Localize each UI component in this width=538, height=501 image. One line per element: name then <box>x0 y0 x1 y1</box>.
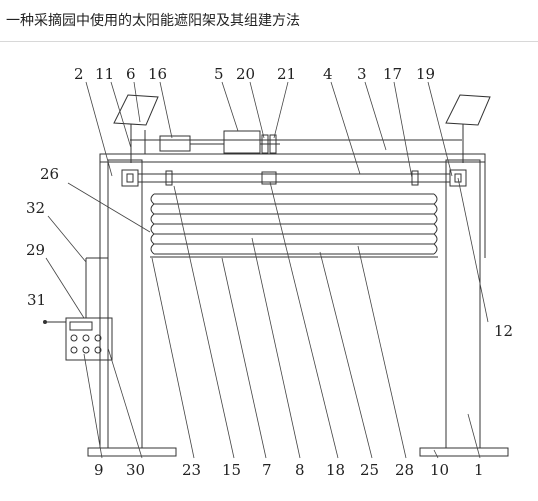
label-23: 23 <box>182 461 201 479</box>
label-31: 31 <box>27 291 46 309</box>
label-26: 26 <box>40 165 59 183</box>
label-29: 29 <box>26 241 45 259</box>
label-4: 4 <box>323 65 333 83</box>
label-2: 2 <box>74 65 84 83</box>
label-5: 5 <box>214 65 224 83</box>
label-15: 15 <box>222 461 241 479</box>
left-solar-panel <box>113 94 159 140</box>
label-12: 12 <box>494 322 513 340</box>
label-10: 10 <box>430 461 449 479</box>
shade-cloth <box>150 193 438 258</box>
label-1: 1 <box>474 461 484 479</box>
roller-shaft <box>138 170 450 186</box>
label-28: 28 <box>395 461 414 479</box>
label-19: 19 <box>416 65 435 83</box>
label-16: 16 <box>148 65 167 83</box>
pointer-lines <box>45 81 489 459</box>
right-post <box>419 154 509 457</box>
label-30: 30 <box>126 461 145 479</box>
label-32: 32 <box>26 199 45 217</box>
control-box <box>43 317 113 361</box>
label-11: 11 <box>95 65 114 83</box>
label-17: 17 <box>383 65 402 83</box>
label-18: 18 <box>326 461 345 479</box>
frame-top <box>99 130 486 163</box>
label-25: 25 <box>360 461 379 479</box>
bearing-blocks <box>121 169 467 187</box>
right-solar-panel <box>445 94 491 140</box>
label-20: 20 <box>236 65 255 83</box>
label-8: 8 <box>295 461 305 479</box>
label-7: 7 <box>262 461 272 479</box>
label-9: 9 <box>94 461 104 479</box>
label-21: 21 <box>277 65 296 83</box>
label-3: 3 <box>357 65 367 83</box>
part-labels: 2 11 6 16 5 20 21 4 3 17 19 26 32 29 31 … <box>26 65 513 479</box>
title-divider <box>0 41 538 42</box>
label-6: 6 <box>126 65 136 83</box>
page-title: 一种采摘园中使用的太阳能遮阳架及其组建方法 <box>6 13 300 29</box>
left-post <box>85 154 177 457</box>
